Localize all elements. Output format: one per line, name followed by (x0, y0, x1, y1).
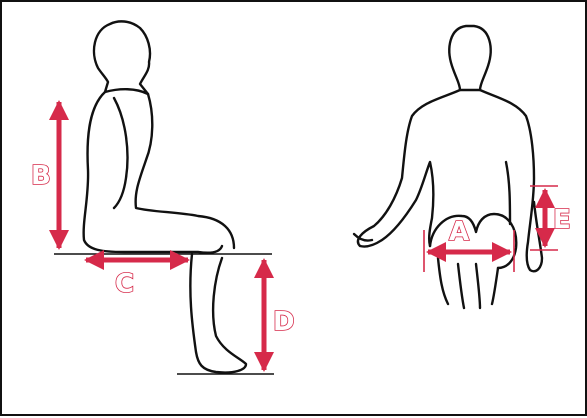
rear-buttocks (430, 214, 516, 268)
side-chest-front (136, 94, 234, 248)
side-arm (114, 98, 128, 208)
label-a: A (449, 217, 469, 247)
label-e: E (553, 205, 571, 235)
side-head (94, 21, 150, 94)
seated-figure-side-view (84, 21, 246, 372)
rear-head (449, 26, 490, 90)
label-c: C (115, 269, 134, 299)
rear-hand-left (354, 234, 372, 241)
side-lower-leg (190, 254, 246, 373)
label-d: D (273, 307, 295, 337)
rear-torso-left (358, 90, 460, 247)
rear-waist-right (506, 162, 510, 224)
label-b: B (31, 161, 51, 191)
measurements: B C D A E (31, 102, 571, 374)
rear-torso-right (480, 90, 542, 271)
rear-thighs (438, 258, 498, 308)
